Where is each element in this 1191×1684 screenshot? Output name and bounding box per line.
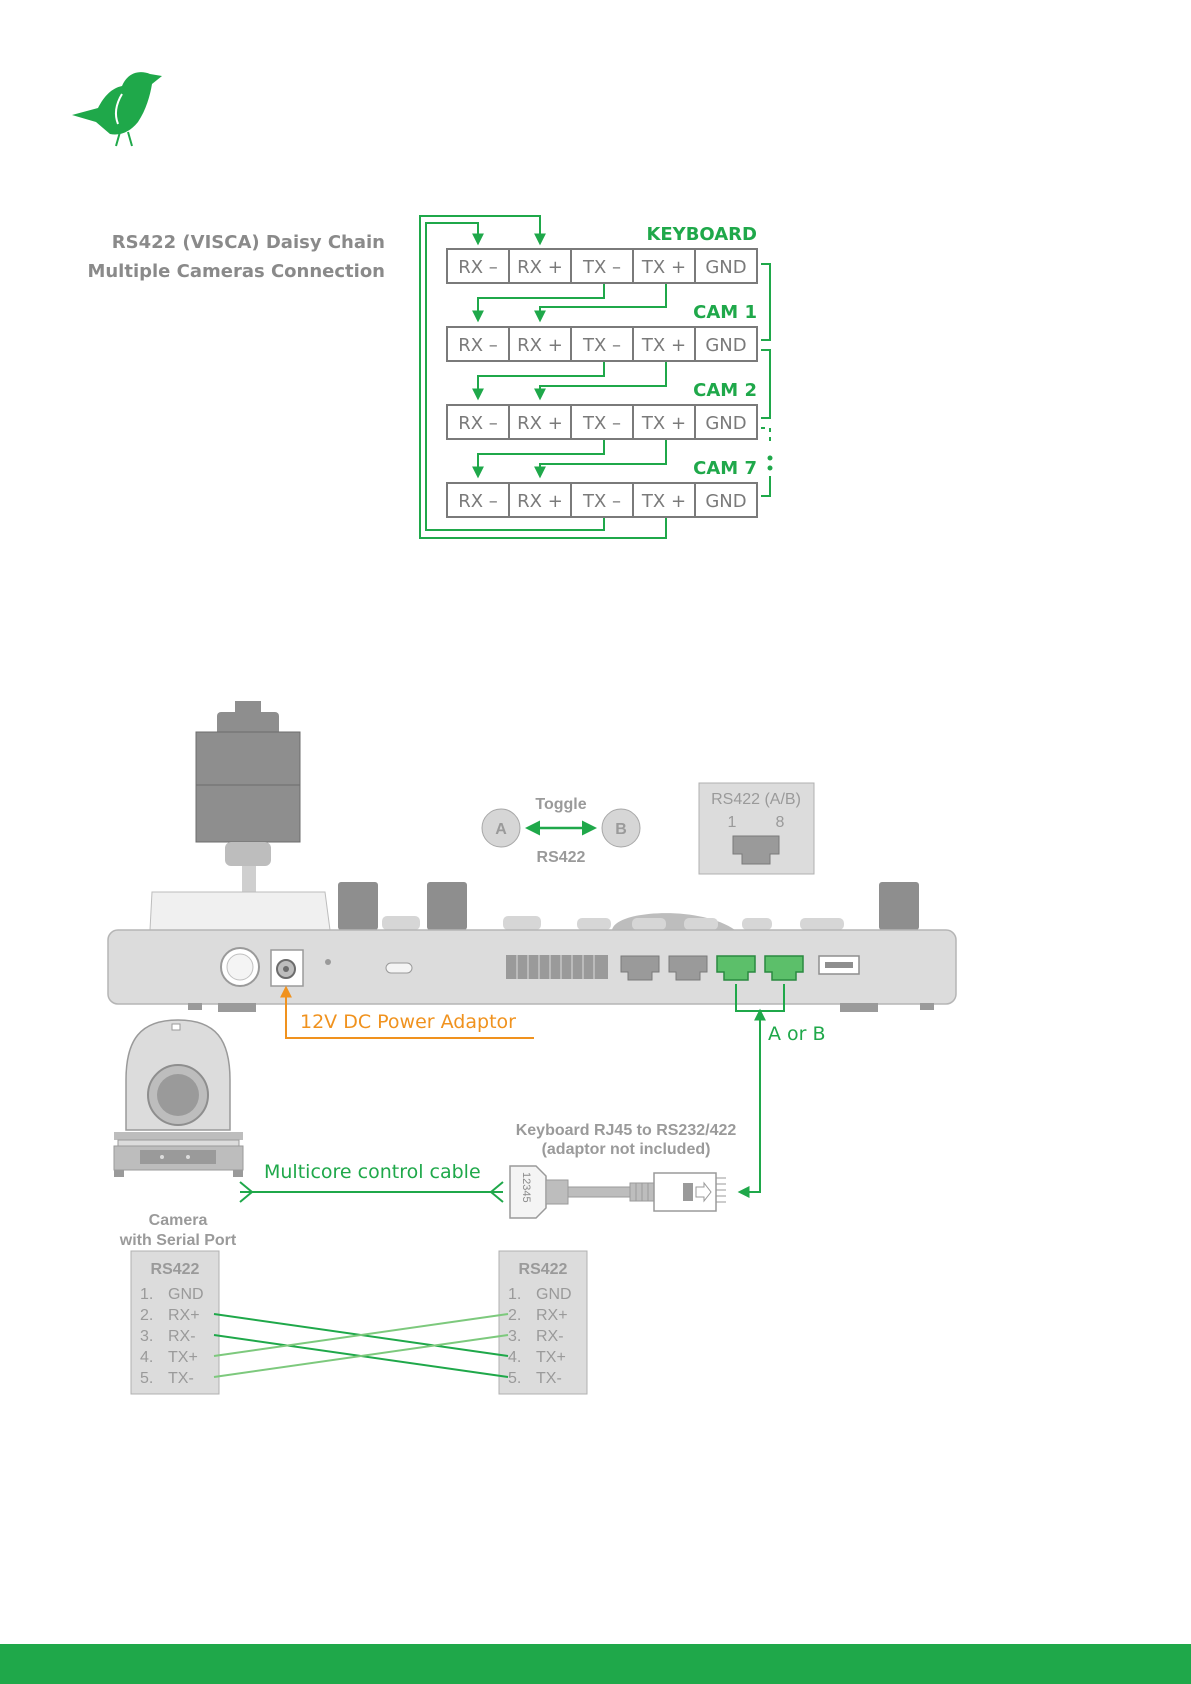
pin-name: TX+ bbox=[168, 1349, 198, 1366]
terminal-label: RX – bbox=[458, 413, 498, 434]
pin-number: 1. bbox=[508, 1286, 521, 1303]
adaptor-pin-numbers: 12345 bbox=[520, 1172, 532, 1203]
toggle-a-label: A bbox=[495, 821, 507, 838]
port-pin-last: 8 bbox=[776, 814, 785, 831]
ptz-camera bbox=[113, 1019, 244, 1177]
terminal-label: RX + bbox=[517, 335, 563, 356]
terminal-label: RX – bbox=[458, 491, 498, 512]
pinout-right-box: RS422 1. GND 2. RX+ 3. RX- 4. TX+ 5. TX- bbox=[498, 1250, 588, 1395]
terminal-label: TX – bbox=[582, 257, 621, 278]
device-label: CAM 1 bbox=[693, 302, 757, 323]
pin-number: 1. bbox=[140, 1286, 153, 1303]
toggle-title: Toggle bbox=[535, 796, 586, 813]
keyboard-controller bbox=[107, 701, 957, 1012]
terminal-label: TX – bbox=[582, 335, 621, 356]
pin-name: TX+ bbox=[536, 1349, 566, 1366]
terminal-label: TX + bbox=[641, 257, 686, 278]
terminal-label: RX + bbox=[517, 413, 563, 434]
a-or-b-label: A or B bbox=[768, 1023, 826, 1045]
pin-name: GND bbox=[536, 1286, 572, 1303]
heading-line-1: RS422 (VISCA) Daisy Chain bbox=[112, 232, 385, 253]
footer-bar bbox=[0, 1644, 1191, 1684]
terminal-cell bbox=[694, 404, 758, 440]
terminal-cell bbox=[446, 404, 510, 440]
chain-continuation-dots bbox=[767, 455, 773, 471]
terminal-label: GND bbox=[705, 413, 746, 434]
adaptor-label-line-1: Keyboard RJ45 to RS232/422 bbox=[516, 1122, 737, 1139]
terminal-label: RX – bbox=[458, 257, 498, 278]
terminal-cell bbox=[446, 248, 510, 284]
terminal-cell bbox=[694, 482, 758, 518]
terminal-cell bbox=[694, 248, 758, 284]
camera-label-line-2: with Serial Port bbox=[119, 1232, 237, 1249]
terminal-label: TX + bbox=[641, 413, 686, 434]
terminal-label: TX + bbox=[641, 335, 686, 356]
terminal-label: GND bbox=[705, 491, 746, 512]
pin-number: 2. bbox=[508, 1307, 521, 1324]
terminal-label: GND bbox=[705, 335, 746, 356]
multicore-cable-line bbox=[239, 1181, 504, 1203]
device-label: CAM 7 bbox=[693, 458, 757, 479]
terminal-cell bbox=[508, 248, 572, 284]
terminal-cell bbox=[632, 248, 696, 284]
device-label: KEYBOARD bbox=[646, 224, 757, 245]
terminal-cell bbox=[632, 404, 696, 440]
terminal-cell bbox=[570, 404, 634, 440]
power-callout-line bbox=[280, 985, 534, 1039]
toggle-button-b bbox=[601, 808, 641, 848]
camera-label-line-1: Camera bbox=[149, 1212, 208, 1229]
toggle-indicator: Toggle A B RS422 bbox=[481, 796, 641, 866]
terminal-cell bbox=[694, 326, 758, 362]
terminal-label: TX – bbox=[582, 413, 621, 434]
pin-name: RX+ bbox=[536, 1307, 568, 1324]
pin-name: TX- bbox=[536, 1370, 562, 1387]
terminal-label: TX + bbox=[641, 491, 686, 512]
terminal-cell bbox=[508, 482, 572, 518]
pin-number: 4. bbox=[140, 1349, 153, 1366]
device-label: CAM 2 bbox=[693, 380, 757, 401]
pin-name: RX+ bbox=[168, 1307, 200, 1324]
terminal-label: RX – bbox=[458, 335, 498, 356]
rj45-serial-adaptor bbox=[509, 1165, 726, 1219]
crossover-wiring bbox=[213, 1313, 509, 1378]
a-or-b-connector bbox=[735, 984, 785, 1198]
pin-name: GND bbox=[168, 1286, 204, 1303]
terminal-label: TX – bbox=[582, 491, 621, 512]
toggle-subtitle: RS422 bbox=[537, 849, 586, 866]
pin-number: 5. bbox=[140, 1370, 153, 1387]
pinout-left-title: RS422 bbox=[151, 1261, 200, 1278]
pin-name: TX- bbox=[168, 1370, 194, 1387]
pin-name: RX- bbox=[536, 1328, 564, 1345]
terminal-label: GND bbox=[705, 257, 746, 278]
rj45-port-icon bbox=[732, 835, 780, 865]
daisy-chain-wiring bbox=[419, 215, 771, 539]
pinout-right-title: RS422 bbox=[519, 1261, 568, 1278]
pin-number: 3. bbox=[508, 1328, 521, 1345]
terminal-cell bbox=[632, 326, 696, 362]
pin-number: 4. bbox=[508, 1349, 521, 1366]
terminal-cell bbox=[570, 482, 634, 518]
toggle-button-a bbox=[481, 808, 521, 848]
adaptor-label-line-2: (adaptor not included) bbox=[542, 1141, 711, 1158]
port-detail-title: RS422 (A/B) bbox=[711, 791, 801, 808]
terminal-label: RX + bbox=[517, 257, 563, 278]
pin-number: 3. bbox=[140, 1328, 153, 1345]
terminal-cell bbox=[446, 482, 510, 518]
terminal-label: RX + bbox=[517, 491, 563, 512]
pinout-left-box: RS422 1. GND 2. RX+ 3. RX- 4. TX+ 5. TX- bbox=[130, 1250, 220, 1395]
pin-number: 5. bbox=[508, 1370, 521, 1387]
toggle-b-label: B bbox=[615, 821, 627, 838]
port-pin-first: 1 bbox=[728, 814, 737, 831]
daisy-chain-table: KEYBOARD RX – RX + TX – TX + GND CAM 1 RX – RX +… bbox=[446, 224, 758, 518]
heading-line-2: Multiple Cameras Connection bbox=[87, 261, 385, 282]
bird-logo-icon bbox=[72, 72, 162, 147]
power-adaptor-label: 12V DC Power Adaptor bbox=[300, 1011, 516, 1033]
rs422-port-detail: RS422 (A/B) 1 8 bbox=[698, 782, 815, 875]
terminal-cell bbox=[508, 326, 572, 362]
pin-name: RX- bbox=[168, 1328, 196, 1345]
pin-number: 2. bbox=[140, 1307, 153, 1324]
cable-label: Multicore control cable bbox=[264, 1161, 481, 1183]
